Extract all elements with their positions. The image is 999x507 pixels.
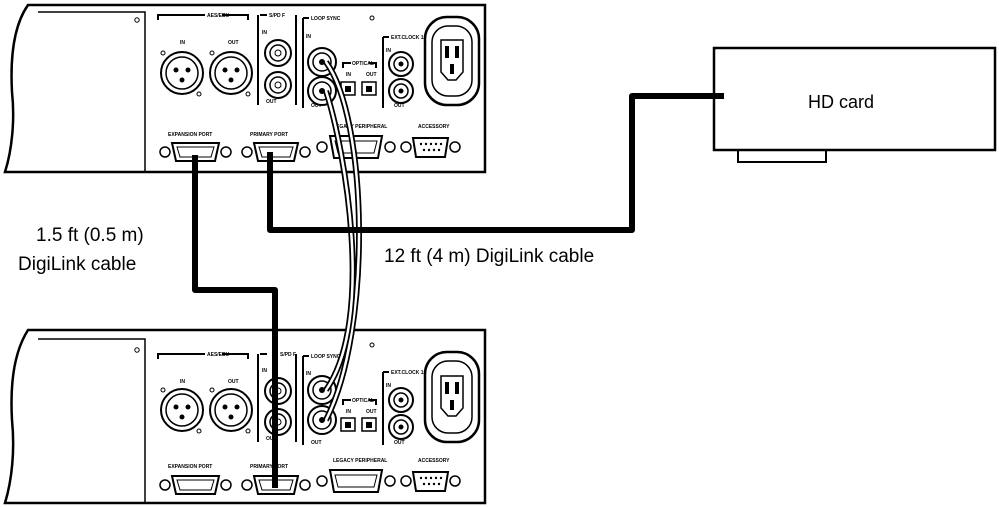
top-optical-section: OPTICAL IN OUT bbox=[340, 61, 377, 96]
bottom-ext-in-label: IN bbox=[386, 383, 391, 389]
top-primary-port: PRIMARY PORT bbox=[241, 132, 311, 162]
top-spdif-in-label: IN bbox=[262, 30, 267, 36]
top-ext-clock-in-bnc bbox=[388, 51, 414, 77]
top-accessory-port: ACCESSORY bbox=[400, 124, 461, 158]
top-side-panel bbox=[38, 11, 146, 172]
short-digilink-cable bbox=[192, 155, 278, 488]
bottom-ext-clock-out-bnc bbox=[388, 414, 414, 440]
long-digilink-cable bbox=[267, 93, 724, 233]
top-spdif-out-label: OUT bbox=[266, 99, 277, 105]
bottom-loop-out-label: OUT bbox=[311, 440, 322, 446]
bottom-ext-clock-label: EXT.CLOCK 1x/256x bbox=[391, 370, 439, 376]
bottom-primary-port-label: PRIMARY PORT bbox=[250, 464, 288, 470]
top-ext-clock-out-bnc bbox=[388, 78, 414, 104]
bottom-aes-in-xlr bbox=[160, 387, 204, 434]
bottom-interface-unit: AES/EBU IN OUT S/PD F IN OUT bbox=[3, 328, 487, 505]
bottom-aes-ebu-label: AES/EBU bbox=[207, 352, 230, 358]
top-loop-in-label: IN bbox=[306, 34, 311, 40]
top-ext-out-label: OUT bbox=[394, 103, 405, 109]
bottom-ext-out-label: OUT bbox=[394, 440, 405, 446]
top-aes-ebu-section: AES/EBU IN OUT bbox=[157, 13, 253, 97]
hd-card-body bbox=[712, 46, 997, 152]
bottom-loop-in-label: IN bbox=[306, 371, 311, 377]
short-cable-label-line2: DigiLink cable bbox=[18, 254, 136, 275]
bottom-aes-out-xlr bbox=[209, 387, 253, 434]
bottom-power-inlet bbox=[423, 350, 481, 444]
bottom-ext-clock-in-bnc bbox=[388, 387, 414, 413]
bottom-spdif-label: S/PD F bbox=[280, 352, 296, 358]
hd-card-label: HD card bbox=[808, 92, 874, 112]
top-ext-in-label: IN bbox=[386, 48, 391, 54]
top-aes-in-label: IN bbox=[180, 40, 185, 46]
top-loop-sync-label: LOOP SYNC bbox=[311, 16, 341, 22]
bottom-panel-dot bbox=[369, 342, 375, 348]
top-aes-in-xlr bbox=[160, 50, 204, 97]
top-optical-label: OPTICAL bbox=[352, 61, 374, 67]
top-primary-port-label: PRIMARY PORT bbox=[250, 132, 288, 138]
short-cable-label-line1: 1.5 ft (0.5 m) bbox=[36, 225, 144, 246]
top-spdif-label: S/PD F bbox=[269, 13, 285, 19]
top-interface-unit: AES/EBU IN OUT S/PD F IN OUT bbox=[3, 3, 487, 174]
hd-card: HD card bbox=[712, 46, 997, 163]
top-optical-out-label: OUT bbox=[366, 72, 377, 78]
top-expansion-port: EXPANSION PORT bbox=[159, 132, 232, 162]
long-cable-label: 12 ft (4 m) DigiLink cable bbox=[384, 246, 594, 267]
bottom-aes-in-label: IN bbox=[180, 379, 185, 385]
bottom-expansion-port-label: EXPANSION PORT bbox=[168, 464, 212, 470]
top-loop-out-label: OUT bbox=[311, 103, 322, 109]
top-side-screw bbox=[134, 17, 140, 23]
top-ext-clock-section: EXT.CLOCK 1x/256x IN OUT bbox=[382, 35, 439, 109]
top-spdif-out-rca bbox=[264, 71, 292, 99]
bottom-side-panel bbox=[38, 338, 146, 503]
bottom-aes-out-label: OUT bbox=[228, 379, 239, 385]
top-power-inlet bbox=[423, 15, 481, 107]
bottom-accessory-port: ACCESSORY bbox=[400, 458, 461, 492]
bottom-legacy-peripheral-port: LEGACY PERIPHERAL bbox=[316, 458, 396, 493]
top-spdif-in-rca bbox=[264, 39, 292, 67]
top-expansion-port-label: EXPANSION PORT bbox=[168, 132, 212, 138]
top-aes-ebu-label: AES/EBU bbox=[207, 13, 230, 19]
bottom-expansion-port: EXPANSION PORT bbox=[159, 464, 232, 495]
bottom-optical-out-label: OUT bbox=[366, 409, 377, 415]
bottom-spdif-in-label: IN bbox=[262, 368, 267, 374]
top-accessory-label: ACCESSORY bbox=[418, 124, 450, 130]
bottom-optical-label: OPTICAL bbox=[352, 398, 374, 404]
bottom-loop-sync-label: LOOP SYNC bbox=[311, 354, 341, 360]
bottom-side-screw bbox=[134, 347, 140, 353]
bottom-accessory-label: ACCESSORY bbox=[418, 458, 450, 464]
top-ext-clock-label: EXT.CLOCK 1x/256x bbox=[391, 35, 439, 41]
bottom-spdif-out-label: OUT bbox=[266, 436, 277, 442]
top-aes-out-label: OUT bbox=[228, 40, 239, 46]
top-panel-dot bbox=[369, 15, 375, 21]
bottom-legacy-peripheral-label: LEGACY PERIPHERAL bbox=[333, 458, 387, 464]
top-spdif-section: S/PD F IN OUT bbox=[257, 13, 297, 105]
bottom-aes-ebu-section: AES/EBU IN OUT bbox=[157, 352, 253, 434]
top-optical-in-label: IN bbox=[346, 72, 351, 78]
top-aes-out-xlr bbox=[209, 50, 253, 97]
bottom-optical-section: OPTICAL IN OUT bbox=[340, 398, 377, 432]
top-legacy-peripheral-label: LEGACY PERIPHERAL bbox=[333, 124, 387, 130]
bottom-ext-clock-section: EXT.CLOCK 1x/256x IN OUT bbox=[382, 370, 439, 446]
bottom-optical-in-label: IN bbox=[346, 409, 351, 415]
